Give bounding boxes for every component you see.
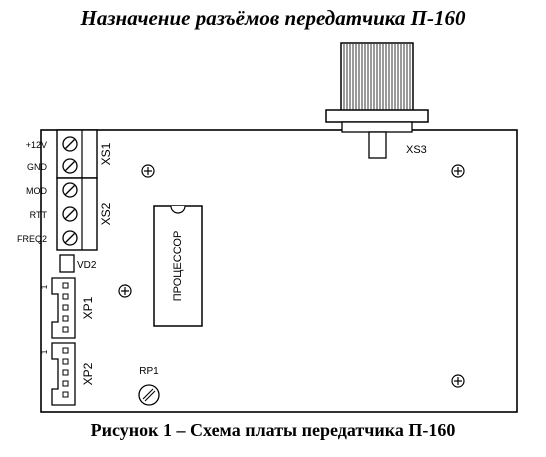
screw-terminal-icon — [62, 206, 78, 222]
processor-label: ПРОЦЕССОР — [172, 231, 184, 302]
pin-label-12v: +12V — [26, 140, 47, 150]
figure-caption: Рисунок 1 – Схема платы передатчика П-16… — [90, 420, 456, 440]
xp2-pin1-label: 1 — [40, 349, 49, 354]
xs3-label: XS3 — [406, 144, 427, 156]
mounting-hole-icon — [451, 374, 465, 388]
pin-label-gnd: GND — [27, 162, 48, 172]
xp2-label: XP2 — [81, 362, 95, 385]
mounting-hole-icon — [118, 284, 132, 298]
pin-label-freq2: FREQ2 — [17, 234, 47, 244]
xs1-label: XS1 — [99, 142, 113, 165]
diagram-title: Назначение разъёмов передатчика П-160 — [80, 6, 466, 30]
pin-label-mod: MOD — [26, 186, 47, 196]
potentiometer-icon — [138, 384, 160, 406]
xp1-pin1-label: 1 — [40, 284, 49, 289]
xs2-label: XS2 — [99, 202, 113, 225]
vd2-led: VD2 — [59, 254, 97, 273]
terminal-block: XS1 XS2 — [56, 129, 113, 251]
processor-chip: ПРОЦЕССОР — [153, 205, 203, 327]
xp1-label: XP1 — [81, 296, 95, 319]
xs3-thread — [343, 44, 411, 111]
screw-terminal-icon — [62, 182, 78, 198]
mounting-hole-icon — [451, 164, 465, 178]
screw-terminal-icon — [62, 158, 78, 174]
rp1-label: RP1 — [139, 366, 159, 377]
xp1-header: XP1 1 — [40, 277, 95, 339]
screw-terminal-icon — [62, 136, 78, 152]
screw-terminal-icon — [62, 230, 78, 246]
rp1-potentiometer: RP1 — [138, 366, 160, 406]
pin-label-rtt: RTT — [30, 210, 48, 220]
mounting-hole-icon — [141, 164, 155, 178]
xp2-header: XP2 1 — [40, 342, 95, 406]
vd2-label: VD2 — [77, 260, 97, 271]
xs3-connector: XS3 — [325, 42, 429, 159]
board-outline — [40, 129, 518, 413]
